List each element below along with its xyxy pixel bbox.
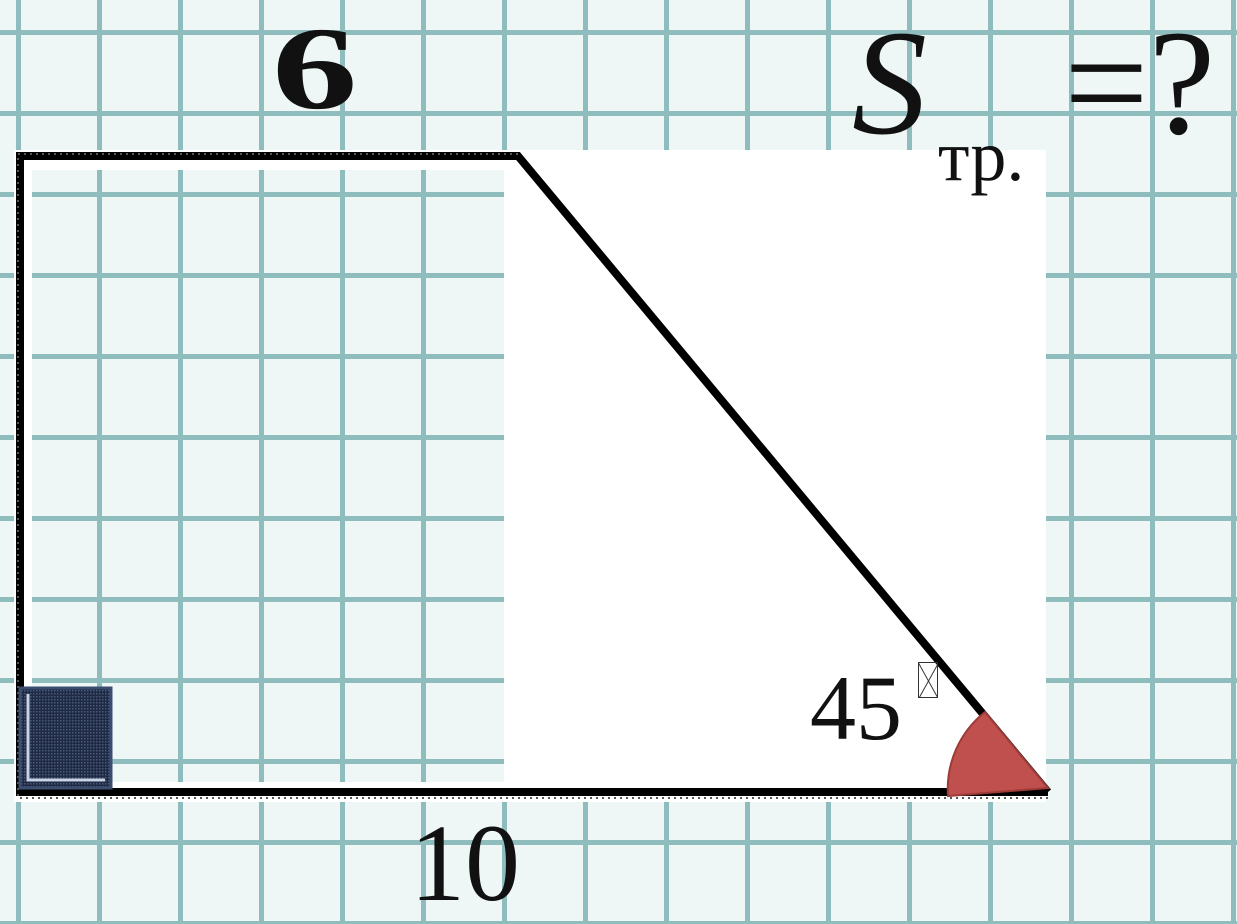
trapezoid-outline	[16, 152, 1052, 796]
bottom-base-label: 10	[410, 802, 520, 924]
angle-45-marker	[946, 710, 1050, 798]
angle-label: 45	[810, 657, 902, 759]
missing-glyph-icon	[918, 662, 938, 698]
area-subscript: тр.	[938, 116, 1025, 196]
right-angle-marker-inner	[26, 694, 105, 782]
area-equals-question: =?	[1064, 0, 1216, 166]
inner-grid	[32, 170, 504, 782]
right-angle-marker	[18, 686, 113, 790]
top-base-label: 6	[272, 3, 358, 134]
area-symbol: S	[852, 0, 927, 166]
trapezoid-outline-texture	[17, 153, 1048, 799]
area-question: S тр. =?	[852, 8, 1215, 192]
